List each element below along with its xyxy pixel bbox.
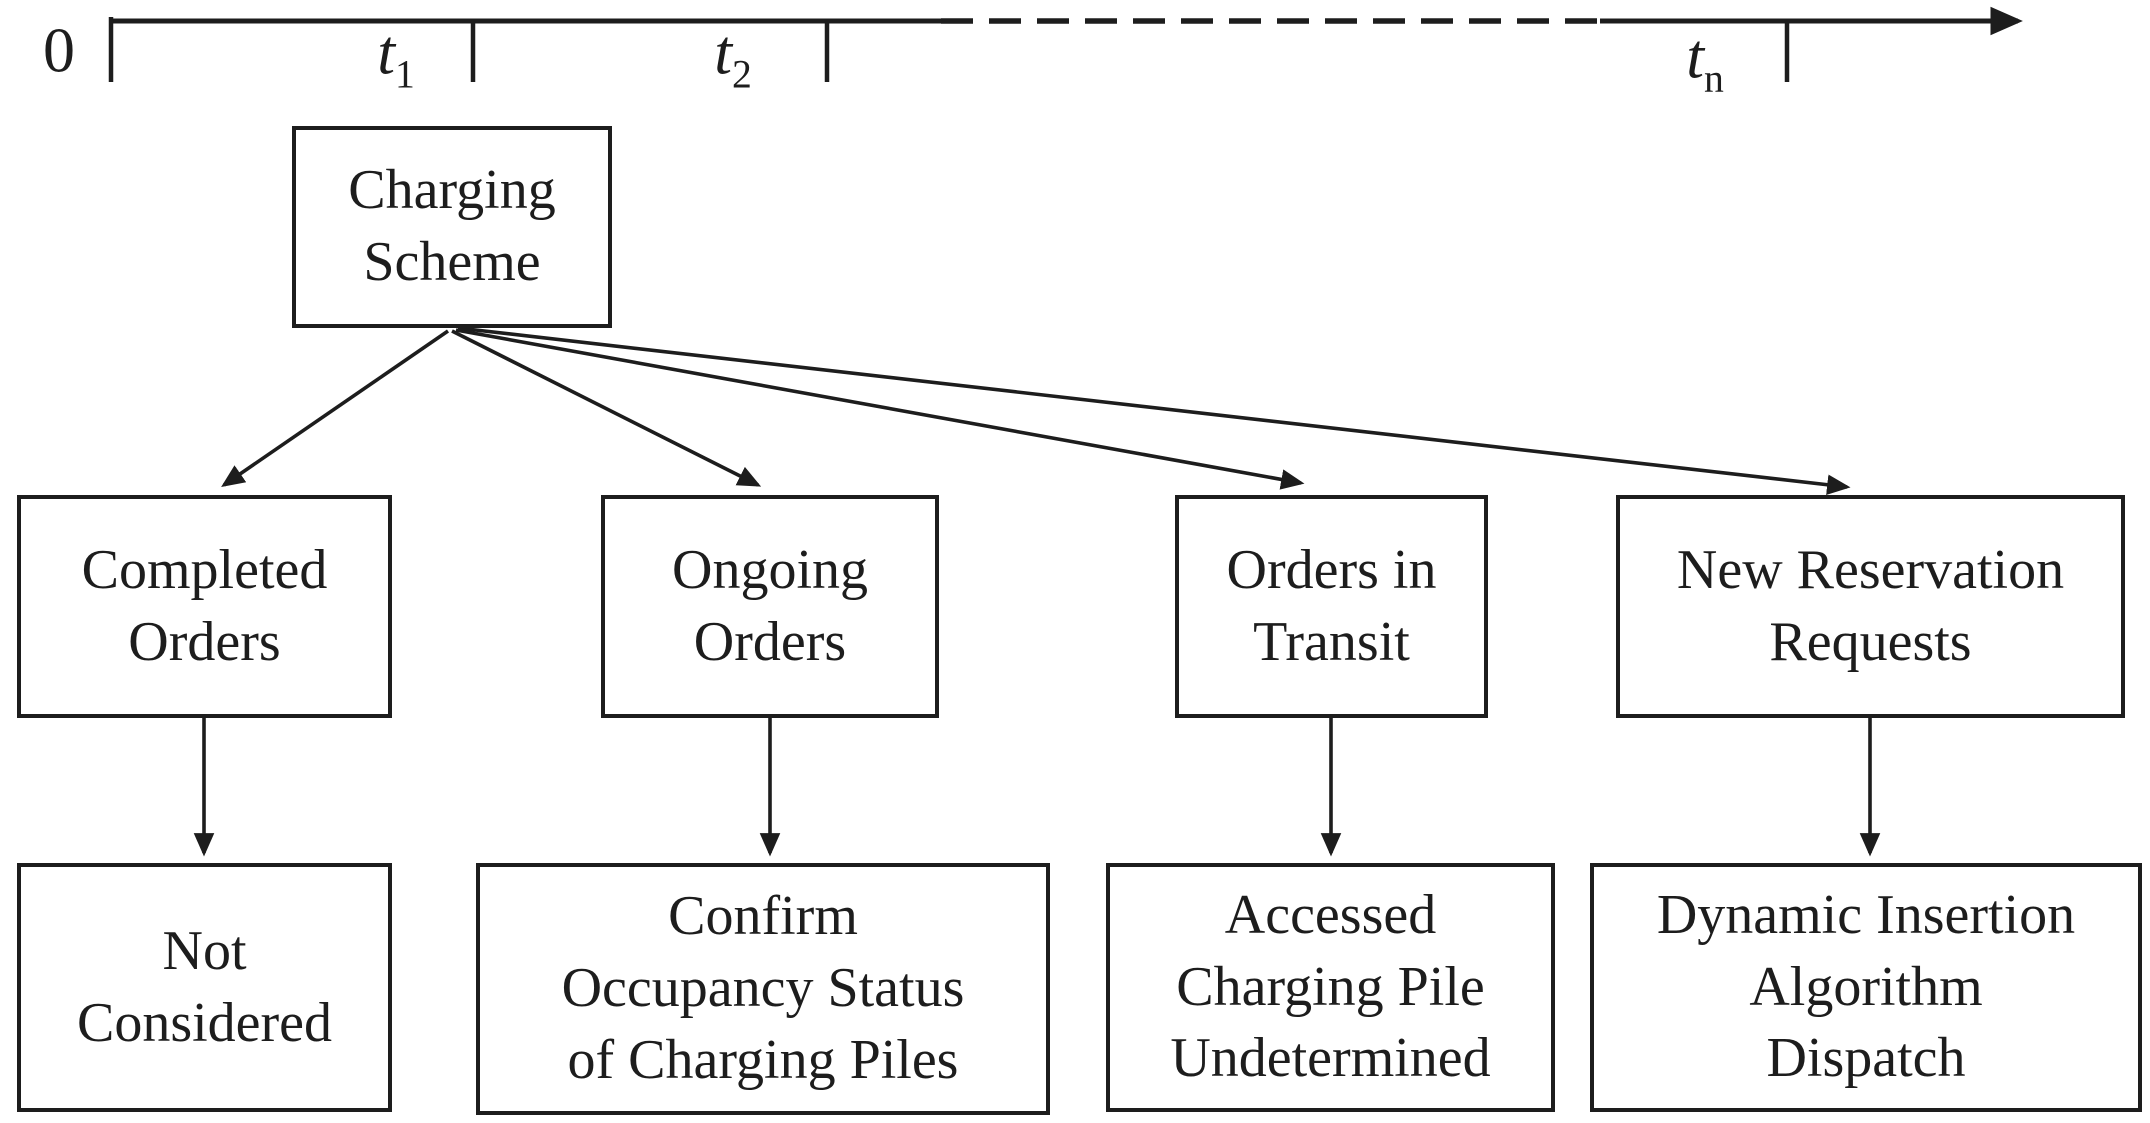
node-ongoing-orders-label: Ongoing Orders: [672, 538, 868, 673]
timeline-label-tn-base: t: [1686, 20, 1704, 92]
timeline-label-tn: tn: [1686, 24, 1724, 101]
node-orders-in-transit: Orders in Transit: [1175, 495, 1488, 718]
node-dynamic-insertion-dispatch-label: Dynamic Insertion Algorithm Dispatch: [1656, 883, 2076, 1090]
node-confirm-occupancy-status-label: Confirm Occupancy Status of Charging Pil…: [561, 885, 965, 1091]
node-completed-orders: Completed Orders: [17, 495, 392, 718]
node-accessed-charging-pile-label: Accessed Charging Pile Undetermined: [1170, 883, 1491, 1090]
node-not-considered: Not Considered: [17, 863, 392, 1112]
timeline-label-t1-sub: 1: [394, 52, 415, 97]
node-new-reservation-requests-label: New Reservation Requests: [1676, 538, 2065, 673]
arrow-root-to-completed-orders: [221, 329, 450, 487]
node-orders-in-transit-label: Orders in Transit: [1226, 538, 1437, 673]
timeline-label-t1-base: t: [377, 16, 395, 88]
node-accessed-charging-pile: Accessed Charging Pile Undetermined: [1106, 863, 1555, 1112]
node-ongoing-orders: Ongoing Orders: [601, 495, 939, 718]
node-new-reservation-requests: New Reservation Requests: [1616, 495, 2125, 718]
arrow-root-to-new-reservation: [457, 326, 1851, 495]
node-completed-orders-label: Completed Orders: [81, 538, 328, 673]
node-confirm-occupancy-status: Confirm Occupancy Status of Charging Pil…: [476, 863, 1050, 1115]
node-not-considered-label: Not Considered: [76, 919, 333, 1054]
arrow-root-to-ongoing-orders: [451, 329, 762, 487]
node-dynamic-insertion-dispatch: Dynamic Insertion Algorithm Dispatch: [1590, 863, 2142, 1112]
node-charging-scheme: Charging Scheme: [292, 126, 612, 328]
arrow-root-to-orders-in-transit: [455, 328, 1305, 490]
timeline-label-t2-sub: 2: [731, 52, 752, 97]
timeline-label-t1: t1: [377, 20, 415, 97]
timeline-label-0: 0: [43, 18, 75, 94]
timeline-label-t2-base: t: [714, 16, 732, 88]
timeline-label-t2: t2: [714, 20, 752, 97]
timeline-label-tn-sub: n: [1703, 56, 1724, 101]
timeline-label-0-base: 0: [43, 14, 75, 86]
node-charging-scheme-label: Charging Scheme: [348, 159, 556, 293]
